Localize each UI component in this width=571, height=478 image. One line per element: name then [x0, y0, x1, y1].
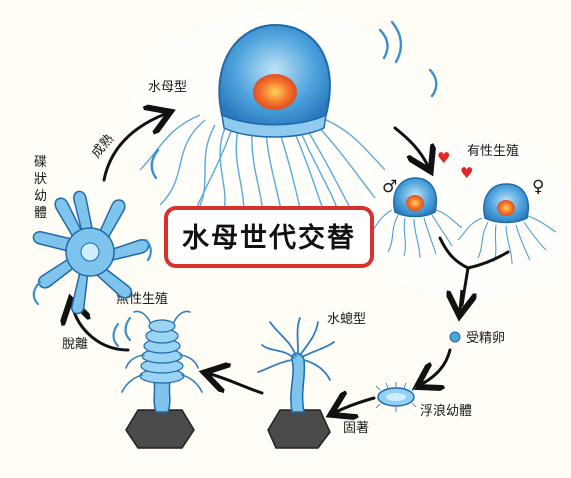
- female-symbol-icon: ♀: [532, 177, 544, 197]
- strobila-icon: [121, 310, 203, 449]
- label-ephyra-c1: 碟: [34, 155, 47, 170]
- arrow-to-sexual-reproduction: [393, 126, 428, 166]
- label-ephyra: 碟 狀 幼 體: [34, 155, 51, 221]
- label-ephyra-c4: 體: [34, 206, 47, 221]
- male-jellyfish-icon: [367, 177, 463, 259]
- title-box: 水母世代交替: [164, 206, 374, 268]
- label-attachment: 固著: [343, 421, 369, 436]
- label-medusa: 水母型: [148, 80, 187, 95]
- label-fertilized-egg: 受精卵: [466, 331, 505, 346]
- planula-icon: [375, 382, 417, 412]
- arrow-to-planula: [422, 348, 452, 384]
- motion-marks: [32, 238, 152, 306]
- polyp-icon: [257, 317, 335, 449]
- ephyra-icon: [32, 190, 150, 315]
- male-symbol-icon: ♂: [382, 177, 397, 197]
- label-detachment: 脫離: [62, 337, 88, 352]
- label-polyp: 水螅型: [327, 311, 366, 327]
- motion-marks: [112, 316, 132, 348]
- label-sexual-reproduction: 有性生殖: [467, 143, 519, 159]
- diagram-title: 水母世代交替: [182, 222, 356, 254]
- label-ephyra-c3: 幼: [34, 189, 47, 204]
- heart-icon: ♥: [460, 164, 473, 182]
- heart-icon: ♥: [437, 149, 450, 167]
- fertilized-egg-icon: [449, 331, 461, 343]
- label-ephyra-c2: 狀: [34, 172, 47, 187]
- arrow-to-medusa: [102, 114, 165, 182]
- merge-arrow: [438, 236, 510, 307]
- arrow-to-polyp: [336, 398, 376, 412]
- arrow-to-egg: [460, 289, 462, 310]
- arrow-to-strobila: [210, 374, 264, 395]
- label-planula: 浮浪幼體: [420, 404, 472, 419]
